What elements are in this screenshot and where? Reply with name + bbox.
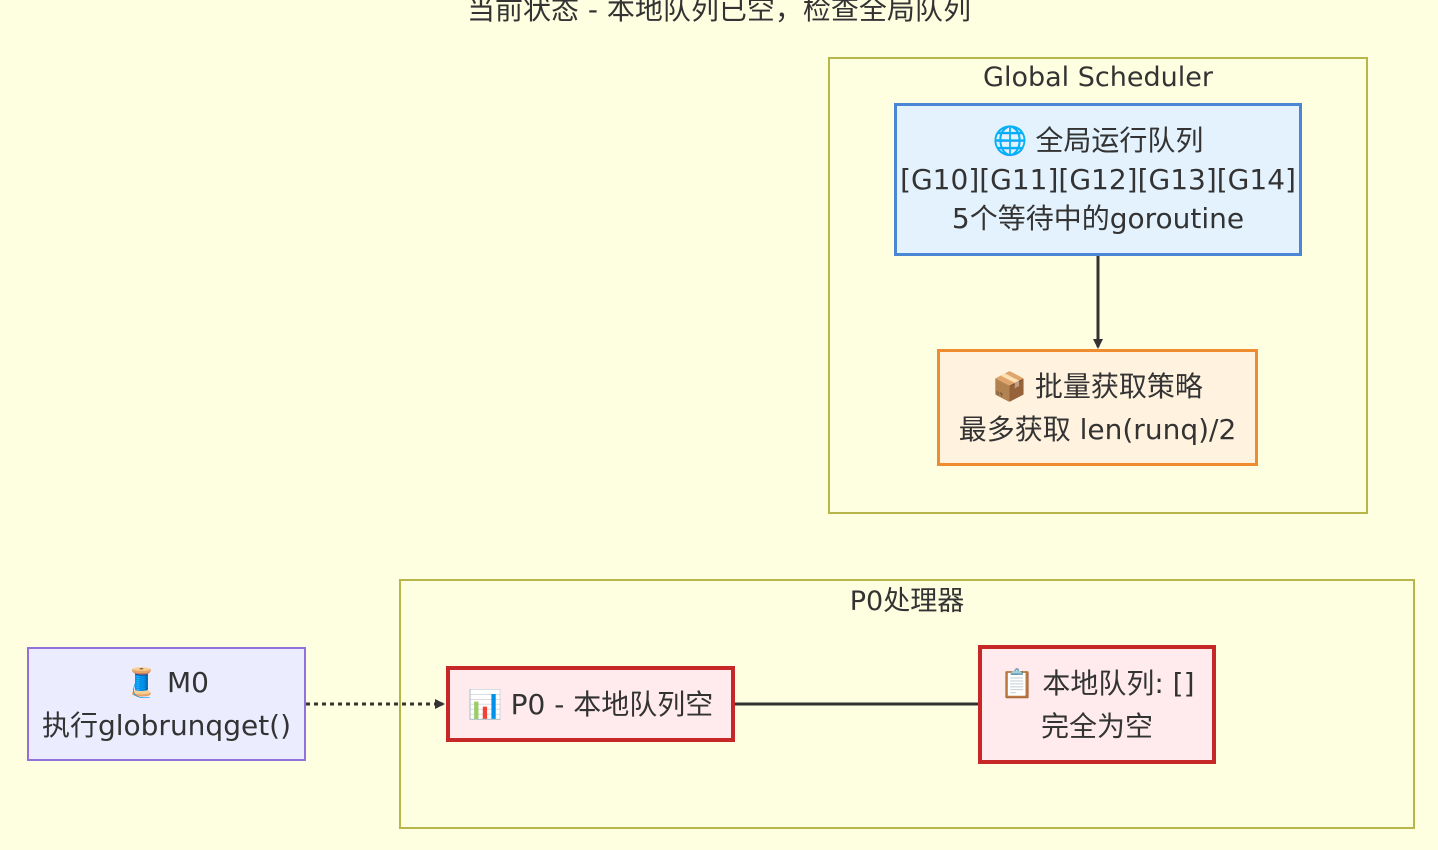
p0-node: 📊P0 - 本地队列空 — [446, 666, 735, 742]
clipboard-icon: 📋 — [999, 666, 1035, 700]
m0-thread-node: 🧵M0 执行globrunqget() — [27, 647, 306, 761]
bar-chart-icon: 📊 — [467, 687, 503, 721]
global-run-queue-title: 全局运行队列 — [1035, 124, 1204, 157]
thread-spool-icon: 🧵 — [124, 666, 159, 699]
p0-processor-label: P0处理器 — [849, 586, 965, 617]
global-scheduler-cluster: Global Scheduler — [828, 57, 1368, 514]
m0-title: M0 — [166, 666, 209, 699]
m0-action: 执行globrunqget() — [41, 709, 292, 742]
package-icon: 📦 — [992, 369, 1027, 403]
batch-strategy-node: 📦批量获取策略 最多获取 len(runq)/2 — [937, 349, 1258, 466]
diagram-title: 当前状态 - 本地队列已空，检查全局队列 — [467, 0, 971, 26]
globe-icon: 🌐 — [992, 124, 1028, 157]
global-run-queue-node: 🌐全局运行队列 [G10][G11][G12][G13][G14] 5个等待中的… — [894, 103, 1302, 256]
local-queue-title: 本地队列: [] — [1042, 666, 1195, 700]
local-queue-node: 📋本地队列: [] 完全为空 — [978, 645, 1216, 764]
batch-strategy-title: 批量获取策略 — [1034, 369, 1203, 403]
global-scheduler-label: Global Scheduler — [983, 62, 1213, 93]
local-queue-status: 完全为空 — [1040, 709, 1153, 743]
p0-processor-cluster: P0处理器 — [399, 579, 1415, 829]
batch-strategy-detail: 最多获取 len(runq)/2 — [958, 412, 1237, 446]
global-run-queue-items: [G10][G11][G12][G13][G14] — [900, 163, 1296, 196]
global-run-queue-count: 5个等待中的goroutine — [951, 202, 1245, 235]
p0-title: P0 - 本地队列空 — [510, 687, 714, 721]
